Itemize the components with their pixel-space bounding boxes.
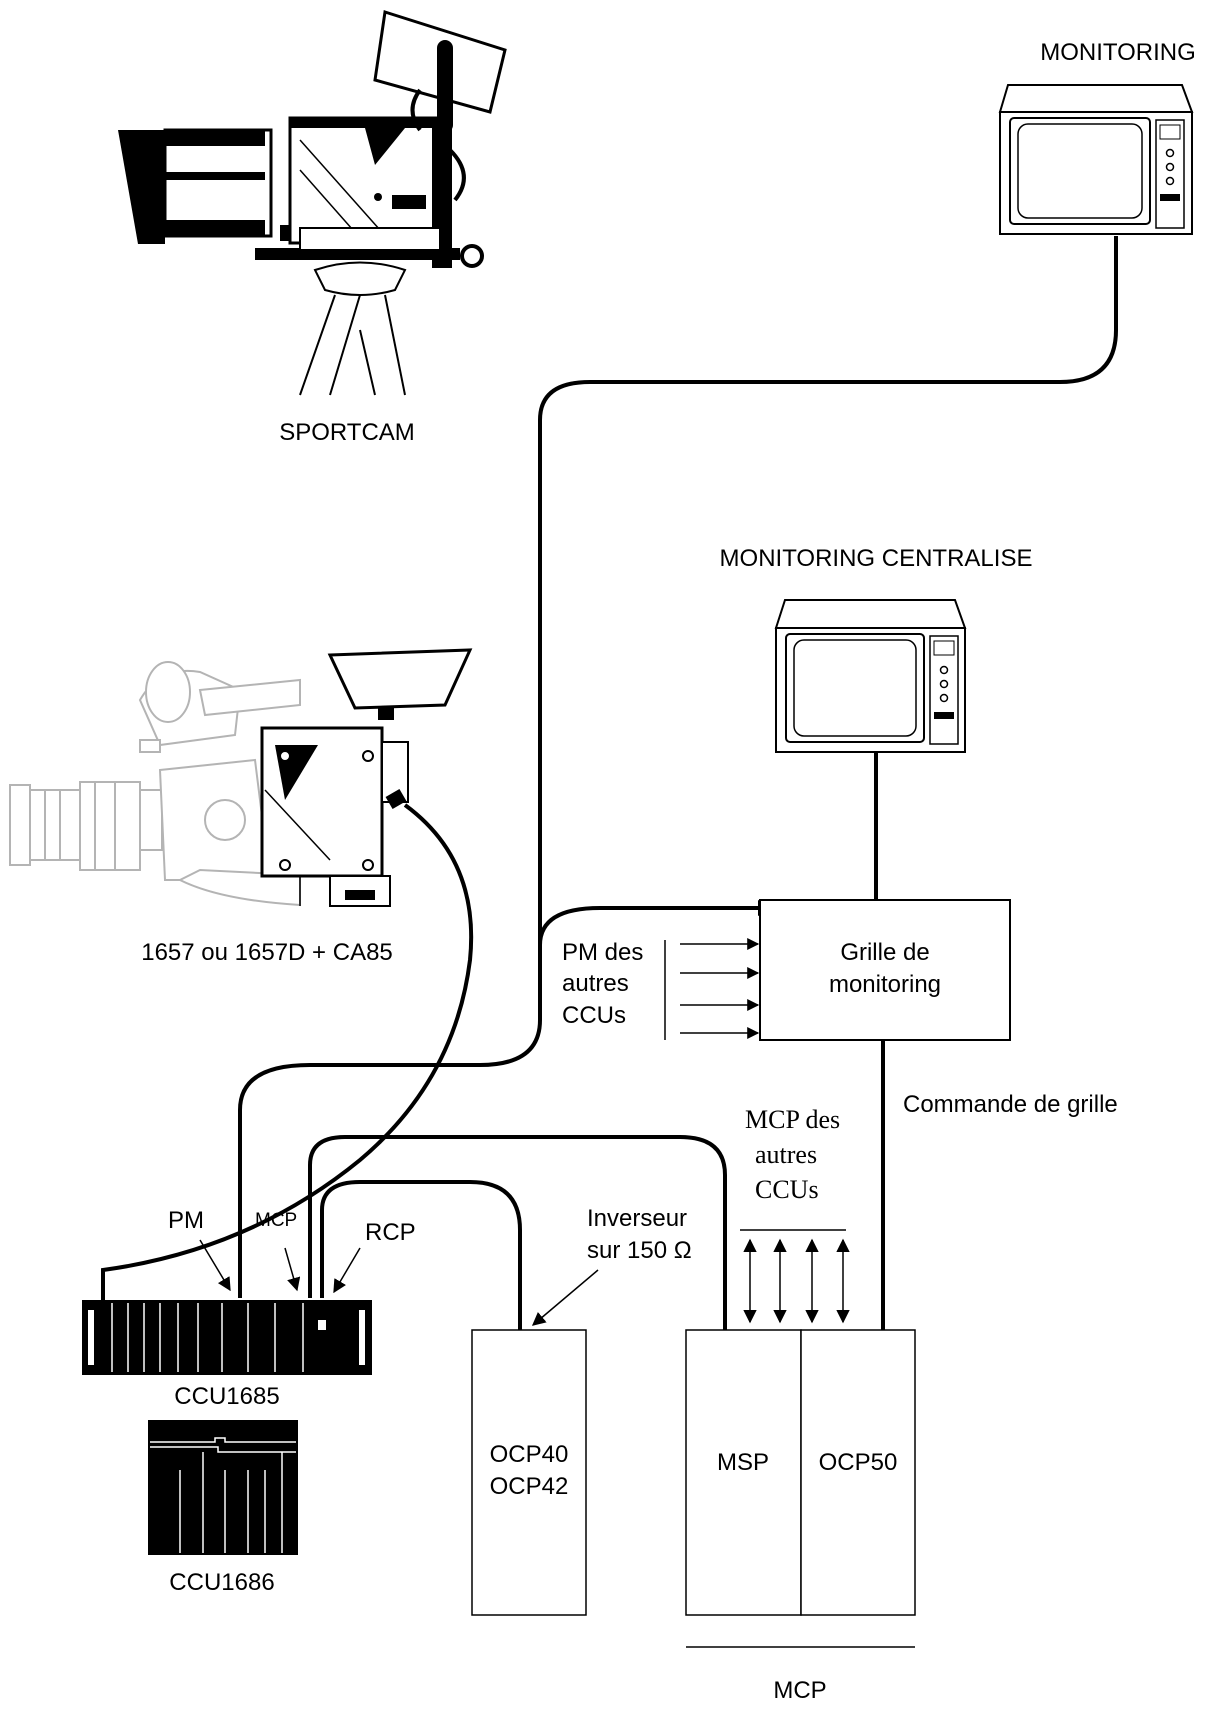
pm-autres-line1: PM des <box>562 939 643 966</box>
pm-feed-cable <box>538 906 758 975</box>
mcp-small-label: MCP <box>255 1210 297 1231</box>
msp-panel <box>685 1329 802 1616</box>
ccu1686-label: CCU1686 <box>169 1569 274 1596</box>
monitor-icon <box>998 84 1194 235</box>
mcp-autres-line3: CCUs <box>755 1175 819 1204</box>
mcp-bidirectional-arrows <box>743 1238 850 1324</box>
monitoring-cable <box>238 236 1118 1298</box>
inverseur-line2: sur 150 Ω <box>587 1237 692 1264</box>
mcp-autres-line2: autres <box>755 1140 817 1169</box>
pm-label: PM <box>168 1207 204 1234</box>
mcp-bottom-label: MCP <box>773 1677 826 1704</box>
ocp40-label: OCP40 <box>490 1441 569 1468</box>
monitoring-centralise-label: MONITORING CENTRALISE <box>720 545 1033 572</box>
commande-grille-label: Commande de grille <box>903 1091 1118 1118</box>
viewfinder-icon <box>373 10 507 133</box>
ccu1685-rack <box>82 1300 372 1375</box>
pm-autres-line3: CCUs <box>562 1002 626 1029</box>
triax-cable <box>101 803 474 1300</box>
ocp50-label: OCP50 <box>819 1449 898 1476</box>
grille-monitoring-box <box>759 899 1011 1041</box>
ocp42-label: OCP42 <box>490 1473 569 1500</box>
pm-autres-line2: autres <box>562 970 629 997</box>
inverseur-line1: Inverseur <box>587 1205 687 1232</box>
rcp-label: RCP <box>365 1219 416 1246</box>
ocp50-panel <box>800 1329 916 1616</box>
sportcam-camera <box>118 10 507 396</box>
grille-label-line2: monitoring <box>829 971 941 998</box>
mcp-autres-line1: MCP des <box>745 1105 840 1134</box>
pm-input-arrows <box>680 938 760 1039</box>
mcp-cable <box>308 1135 727 1330</box>
camera-1657-label: 1657 ou 1657D + CA85 <box>141 939 393 966</box>
msp-label: MSP <box>717 1449 769 1476</box>
ocp40-panel <box>471 1329 587 1616</box>
central-monitor-icon <box>774 599 967 753</box>
ccu1685-label: CCU1685 <box>174 1383 279 1410</box>
sportcam-label: SPORTCAM <box>279 419 415 446</box>
monitoring-label: MONITORING <box>1040 39 1196 66</box>
rcp-cable <box>320 1180 522 1330</box>
cables <box>101 236 1118 1330</box>
grille-label-line1: Grille de <box>840 939 929 966</box>
camera-1657 <box>9 648 473 907</box>
ccu1686-rack <box>148 1420 298 1555</box>
